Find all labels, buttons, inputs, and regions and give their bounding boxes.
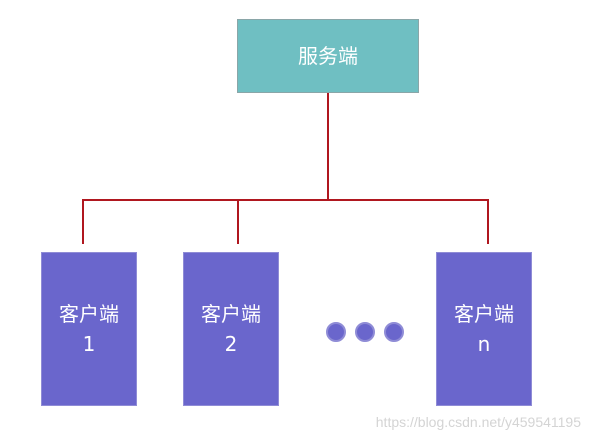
ellipsis-dots (326, 320, 404, 344)
client-index: n (477, 332, 491, 356)
client-label: 客户端 (454, 302, 514, 326)
ellipsis-dot (355, 322, 375, 342)
ellipsis-dot (326, 322, 346, 342)
client-label: 客户端 (59, 302, 119, 326)
ellipsis-dot (384, 322, 404, 342)
client-index: 2 (224, 332, 238, 356)
client-node-1: 客户端 1 (41, 252, 137, 406)
server-label: 服务端 (298, 44, 358, 68)
server-node: 服务端 (237, 19, 419, 93)
client-index: 1 (82, 332, 96, 356)
client-label: 客户端 (201, 302, 261, 326)
watermark-text: https://blog.csdn.net/y459541195 (375, 414, 581, 430)
client-node-2: 客户端 2 (183, 252, 279, 406)
client-node-n: 客户端 n (436, 252, 532, 406)
